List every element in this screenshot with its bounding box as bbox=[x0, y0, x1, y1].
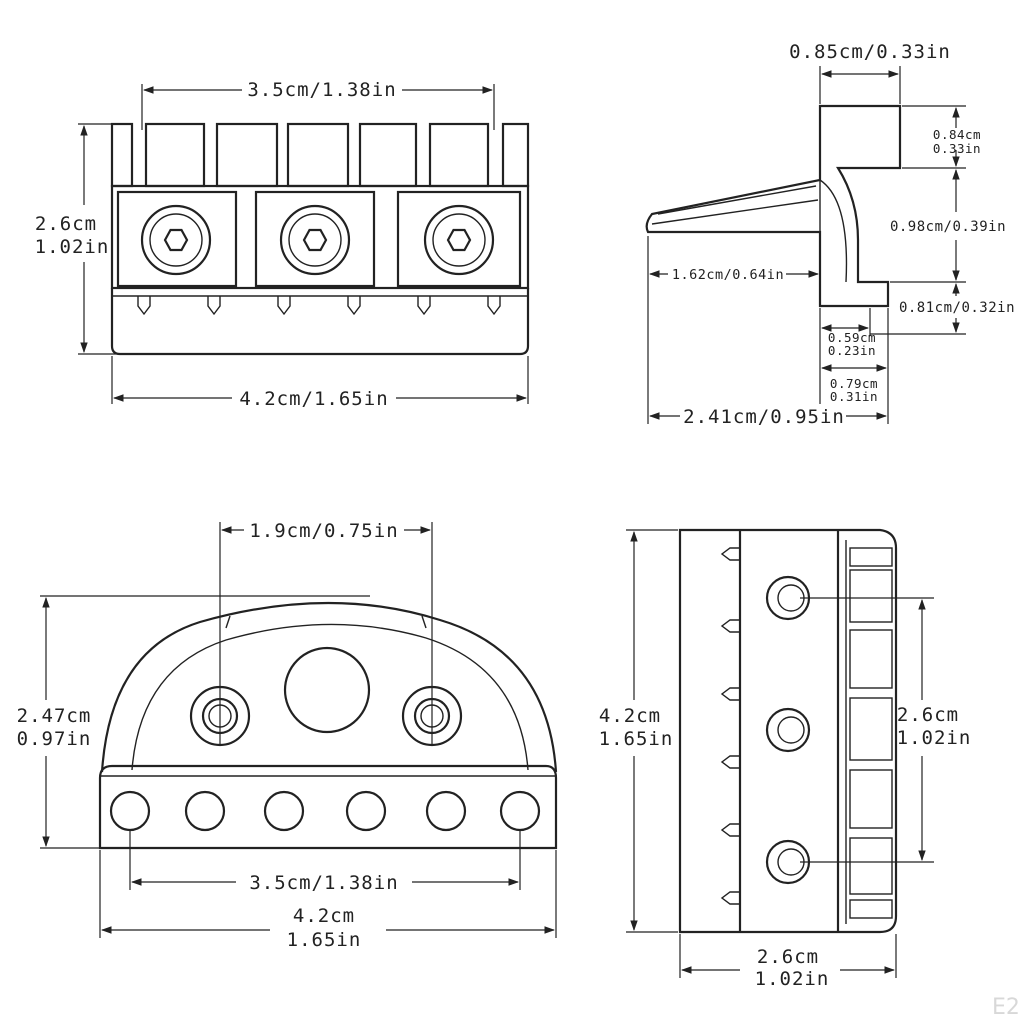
side-middle: 0.98cm/0.39in bbox=[890, 219, 1006, 235]
back-width-cm: 2.6cm bbox=[757, 946, 819, 968]
side-arm-length: 1.62cm/0.64in bbox=[672, 267, 784, 283]
side-top-width: 0.85cm/0.33in bbox=[789, 41, 951, 63]
side-base-in: 0.31in bbox=[830, 389, 878, 404]
bottom-height-cm: 2.47cm bbox=[17, 705, 92, 727]
hex-screw-2 bbox=[279, 204, 351, 276]
bottom-string-spacing: 3.5cm/1.38in bbox=[249, 872, 398, 894]
bottom-width-in: 1.65in bbox=[287, 929, 362, 951]
hex-screw-1 bbox=[140, 204, 212, 276]
front-height-in: 1.02in bbox=[35, 236, 110, 258]
back-hole-span-in: 1.02in bbox=[897, 727, 972, 749]
side-foot-in: 0.23in bbox=[828, 343, 876, 358]
center-hole bbox=[283, 646, 371, 734]
front-height-cm: 2.6cm bbox=[35, 213, 97, 235]
hex-screw-3 bbox=[423, 204, 495, 276]
bottom-hole-spacing: 1.9cm/0.75in bbox=[249, 520, 398, 542]
back-holes bbox=[765, 575, 811, 885]
side-upper-in: 0.33in bbox=[933, 141, 981, 156]
front-view: 3.5cm/1.38in 2.6cm 1.02in 4.2cm/1.65in bbox=[35, 79, 530, 410]
back-hole-span-cm: 2.6cm bbox=[897, 704, 959, 726]
side-lower: 0.81cm/0.32in bbox=[899, 300, 1015, 316]
bottom-height-in: 0.97in bbox=[17, 728, 92, 750]
side-upper-cm: 0.84cm bbox=[933, 127, 981, 142]
watermark: E2 bbox=[992, 995, 1020, 1020]
side-view: 0.85cm/0.33in 0.84cm 0.33in 0.98cm/0.39i… bbox=[645, 41, 1015, 428]
back-length-in: 1.65in bbox=[599, 728, 674, 750]
front-top-width: 3.5cm/1.38in bbox=[247, 79, 396, 101]
side-total-width: 2.41cm/0.95in bbox=[683, 406, 845, 428]
front-bottom-width: 4.2cm/1.65in bbox=[239, 388, 388, 410]
back-length-cm: 4.2cm bbox=[599, 705, 661, 727]
side-base-cm: 0.79cm bbox=[830, 376, 878, 391]
string-holes bbox=[109, 790, 541, 832]
back-view: 4.2cm 1.65in 2.6cm 1.02in 2.6cm 1.02in bbox=[599, 528, 972, 990]
back-width-in: 1.02in bbox=[755, 968, 830, 990]
bottom-view: 1.9cm/0.75in 2.47cm 0.97in 3.5cm/1.38in … bbox=[17, 520, 558, 951]
side-foot-cm: 0.59cm bbox=[828, 330, 876, 345]
bottom-width-cm: 4.2cm bbox=[293, 905, 355, 927]
